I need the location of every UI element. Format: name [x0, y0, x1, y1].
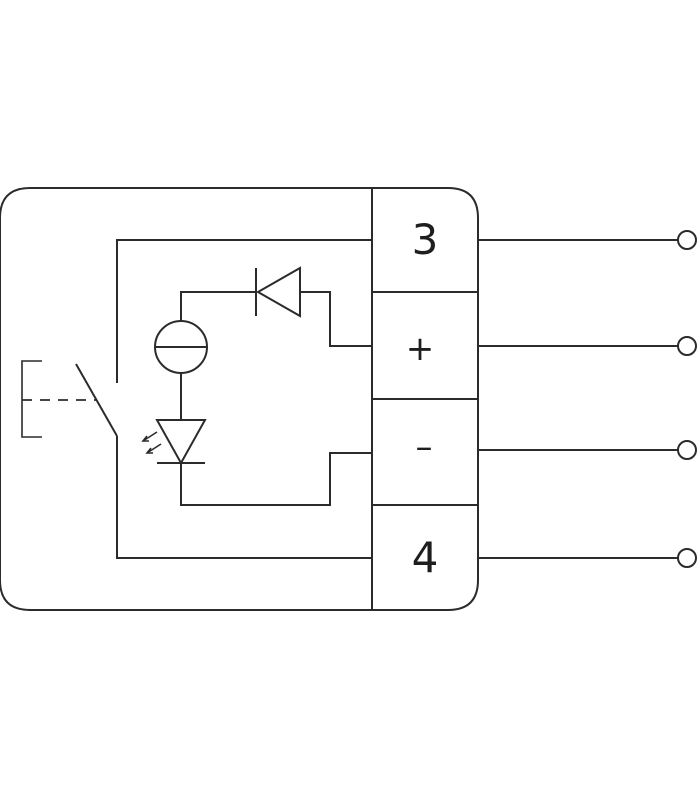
terminal-block [371, 188, 478, 610]
terminal-circle-icon [677, 440, 697, 460]
housing-outline [0, 187, 479, 611]
normally-open-switch-icon [21, 360, 118, 438]
terminal-circle-icon [677, 230, 697, 250]
terminal-3-label: 3 [412, 215, 439, 264]
terminal-minus-label: – [416, 427, 433, 467]
diode-icon [255, 266, 301, 318]
terminal-circle-icon [677, 548, 697, 568]
external-leads [478, 239, 678, 559]
indicator-circuit [180, 291, 372, 506]
light-emitting-diode-icon [141, 419, 207, 466]
terminal-plus-label: + [406, 329, 435, 369]
indicator-lamp-icon [154, 320, 208, 374]
terminal-4-label: 4 [412, 533, 439, 582]
terminal-circle-icon [677, 336, 697, 356]
switch-circuit [116, 239, 372, 559]
